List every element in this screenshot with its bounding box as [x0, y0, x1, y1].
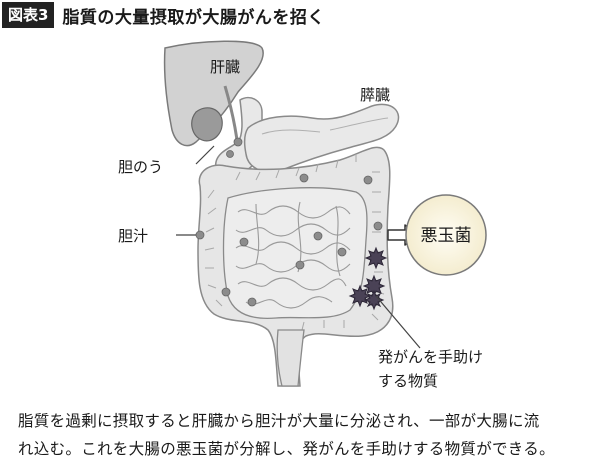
carcinogen-label-line2: する物質 — [378, 372, 438, 390]
gallbladder-label: 胆のう — [118, 158, 163, 176]
caption-line-2: れ込む。これを大腸の悪玉菌が分解し、発がんを手助けする物質ができる。 — [18, 440, 555, 458]
caption: 脂質を過剰に摂取すると肝臓から胆汁が大量に分泌され、一部が大腸に流 れ込む。これ… — [18, 407, 588, 463]
rectum-shape — [276, 329, 305, 387]
bad-bacteria-label: 悪玉菌 — [421, 226, 472, 246]
liver-shape — [163, 40, 264, 147]
bile-dots — [195, 137, 383, 307]
gallbladder-shape — [191, 107, 223, 142]
caption-line-1: 脂質を過剰に摂取すると肝臓から胆汁が大量に分泌され、一部が大腸に流 — [18, 412, 540, 430]
figure-label: 図表3 — [2, 2, 55, 28]
carcinogen-marks — [348, 246, 388, 311]
liver-label: 肝臓 — [210, 58, 240, 76]
pancreas-shape — [243, 103, 400, 173]
figure-title: 脂質の大量摂取が大腸がんを招く — [62, 7, 325, 28]
pancreas-label: 膵臓 — [360, 86, 390, 104]
bad-bacteria-circle — [405, 194, 487, 276]
leader-lines — [176, 145, 421, 349]
carcinogen-label-line1: 発がんを手助け — [378, 348, 483, 366]
digestive-diagram: 肝臓 膵臓 胆のう 胆汁 悪玉菌 発がんを手助け する物質 — [0, 30, 600, 402]
header: 図表3 脂質の大量摂取が大腸がんを招く — [0, 0, 600, 30]
digestive-illustration: 肝臓 膵臓 胆のう 胆汁 悪玉菌 発がんを手助け する物質 — [118, 40, 487, 390]
bile-label: 胆汁 — [118, 227, 148, 245]
